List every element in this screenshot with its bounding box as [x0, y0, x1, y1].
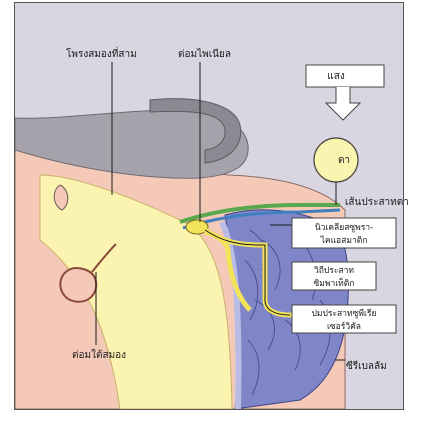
ganglion-box	[291, 304, 397, 334]
scn-box	[291, 217, 397, 249]
label-pathway-2: ซิมพาเท็ติก	[314, 277, 355, 289]
optic-tract-green	[179, 203, 340, 224]
corpus-callosum	[149, 98, 242, 164]
label-ganglion-2: เซอร์วิคัล	[327, 321, 361, 332]
label-ganglion-1: ปมประสาทซูพีเรีย	[312, 308, 377, 319]
label-light: แสง	[327, 71, 345, 82]
label-pineal: ต่อมไพเนียล	[178, 48, 231, 60]
label-optic-nerve: เส้นประสาทตา	[345, 196, 409, 208]
eye	[313, 137, 359, 183]
label-eye: ตา	[338, 155, 350, 166]
pituitary-gland	[59, 266, 98, 303]
sympathetic-pathway-outline	[204, 229, 291, 316]
label-cerebellum: ซีรีเบลลัม	[346, 360, 387, 372]
pituitary-stalk	[91, 243, 117, 273]
white-matter-core	[39, 174, 233, 409]
label-scn-2: ไคแอสมาติก	[320, 235, 368, 246]
label-third-ventricle: โพรงสมองที่สาม	[66, 46, 137, 60]
label-scn-1: นิวเคลียสซูพรา-	[315, 222, 373, 233]
label-pituitary: ต่อมใต้สมอง	[72, 349, 126, 361]
light-arrow	[305, 64, 385, 121]
pathway-box	[291, 261, 377, 291]
anterior-commissure	[53, 184, 69, 211]
label-pathway-1: วิถีประสาท	[314, 265, 355, 276]
thalamus-region	[15, 109, 249, 179]
pineal-gland	[185, 219, 209, 235]
